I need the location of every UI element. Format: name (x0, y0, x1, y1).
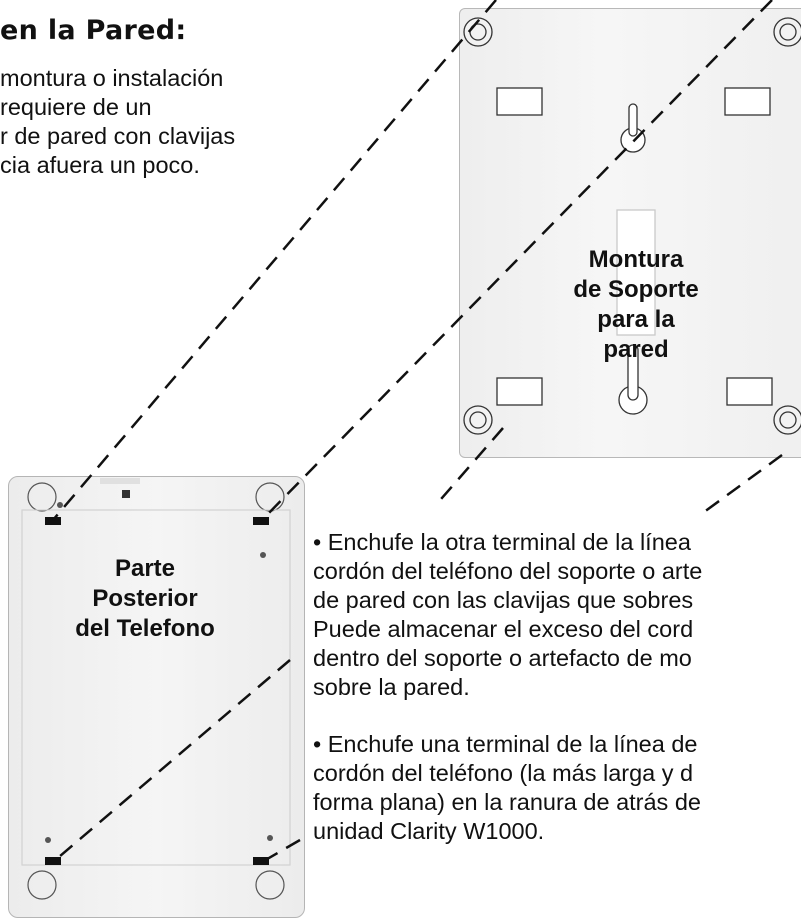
bullet-line: de pared con las clavijas que sobres (313, 587, 694, 613)
intro-paragraph: montura o instalación requiere de un r d… (0, 64, 310, 180)
wall-label-line: para la (597, 306, 675, 333)
phone-back-details (21, 478, 291, 900)
bullet-line: • Enchufe una terminal de la línea de (313, 731, 698, 757)
bullet-line: • Enchufe la otra terminal de la línea (313, 529, 691, 555)
phone-label-line: del Telefono (75, 615, 215, 642)
bullet-line: sobre la pared. (313, 674, 470, 700)
intro-line: requiere de un (0, 94, 152, 120)
instruction-bullet-1: • Enchufe la otra terminal de la línea c… (313, 528, 702, 702)
intro-line: r de pared con clavijas (0, 123, 236, 149)
instruction-bullet-2: • Enchufe una terminal de la línea de co… (313, 730, 701, 846)
bullet-line: forma plana) en la ranura de atrás de (313, 789, 701, 815)
wall-label-line: pared (603, 336, 669, 363)
intro-line: cia afuera un poco. (0, 152, 200, 178)
wall-label-line: de Soporte (573, 276, 699, 303)
wall-plate-details (463, 17, 801, 435)
section-heading: en la Pared: (0, 15, 187, 46)
phone-back-label: Parte Posterior del Telefono (60, 554, 230, 644)
bullet-line: dentro del soporte o artefacto de mo (313, 645, 692, 671)
bullet-line: cordón del teléfono del soporte o arte (313, 558, 703, 584)
bullet-line: unidad Clarity W1000. (313, 818, 545, 844)
phone-label-line: Parte (114, 555, 176, 582)
intro-line: montura o instalación (0, 65, 224, 91)
bullet-line: Puede almacenar el exceso del cord (313, 616, 694, 642)
wall-label-line: Montura (588, 246, 684, 273)
bullet-line: cordón del teléfono (la más larga y d (313, 760, 694, 786)
alignment-dashed-lines (52, 0, 783, 864)
wall-mount-bracket-label: Montura de Soporte para la pared (556, 245, 716, 365)
phone-label-line: Posterior (92, 585, 198, 612)
